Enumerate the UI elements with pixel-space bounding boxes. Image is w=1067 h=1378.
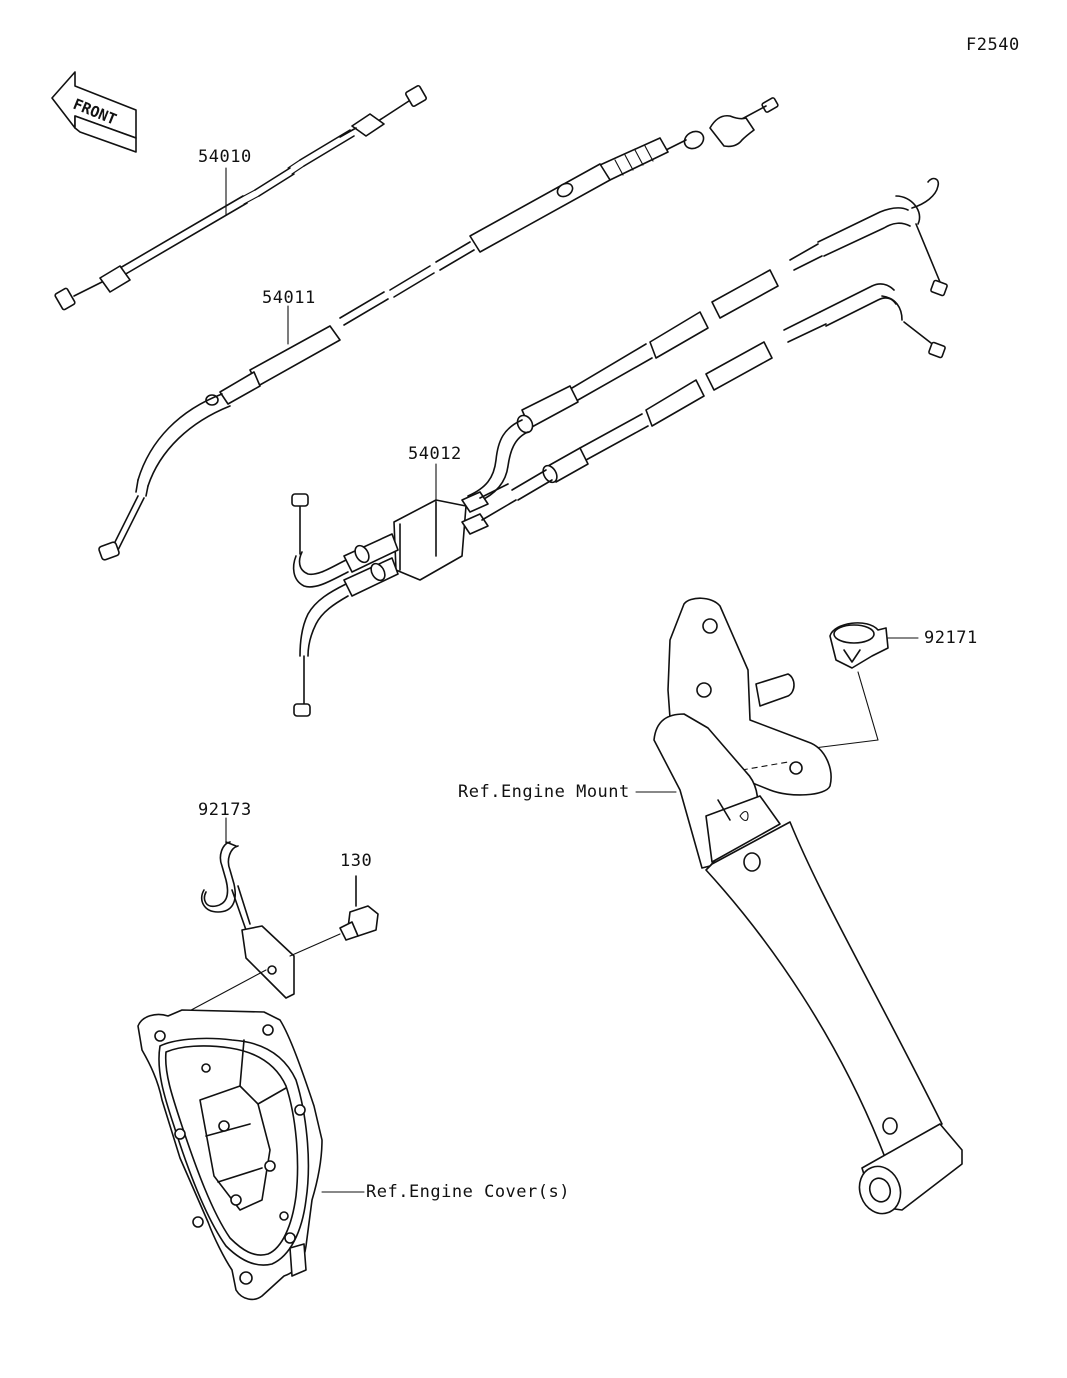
engine-cover (137, 1009, 323, 1301)
ref-engine-mount-label: Ref.Engine Mount (458, 782, 630, 802)
label-54012: 54012 (408, 444, 462, 464)
ref-engine-mount: Ref.Engine Mount (458, 782, 677, 802)
label-130: 130 (340, 851, 372, 871)
label-92171: 92171 (924, 628, 978, 648)
ref-engine-cover: Ref.Engine Cover(s) (321, 1182, 570, 1202)
label-54010: 54010 (198, 147, 252, 167)
front-arrow-icon: FRONT (51, 71, 137, 153)
bracket-92173: 92173 (198, 800, 295, 999)
label-92173: 92173 (198, 800, 252, 820)
cable-54010: 54010 (54, 85, 427, 311)
ref-engine-cover-label: Ref.Engine Cover(s) (366, 1182, 570, 1202)
label-54011: 54011 (262, 288, 316, 308)
figure-code: F2540 (966, 35, 1020, 55)
bolt-130: 130 (179, 851, 379, 1017)
clamp-92171: 92171 (797, 622, 978, 751)
engine-mount-bracket (653, 597, 963, 1215)
cable-54011: 54011 (98, 97, 779, 561)
cable-54012: 54012 (291, 177, 948, 717)
